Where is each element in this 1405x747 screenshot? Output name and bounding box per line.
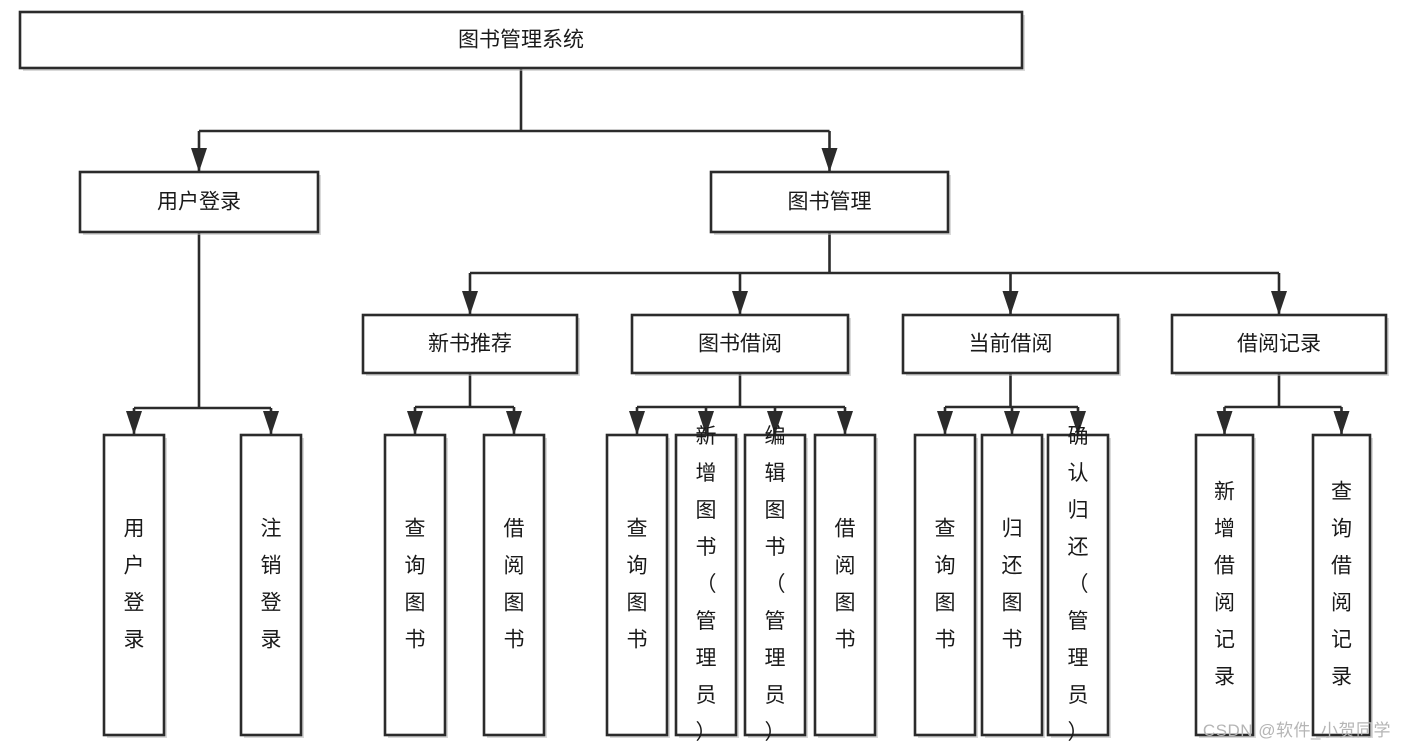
node-new-book-recommend[interactable]: 新书推荐 — [361, 313, 580, 376]
node-label: 借阅记录 — [1237, 333, 1321, 356]
arrow-head-icon — [837, 411, 853, 435]
node-label: 编辑图书（管理员） — [765, 425, 786, 744]
node-label: 新增借阅记录 — [1214, 481, 1235, 689]
node-leaf-query-book-1[interactable]: 查询图书 — [383, 433, 448, 738]
node-label: 借阅图书 — [504, 518, 525, 652]
node-label: 查询图书 — [627, 518, 648, 652]
node-label: 注销登录 — [261, 518, 282, 652]
arrow-head-icon — [407, 411, 423, 435]
node-leaf-add-book[interactable]: 新增图书（管理员） — [674, 425, 739, 744]
arrow-head-icon — [191, 148, 207, 172]
arrow-head-icon — [1070, 411, 1086, 435]
node-label: 确认归还（管理员） — [1068, 425, 1089, 744]
node-leaf-user-logout[interactable]: 注销登录 — [239, 433, 304, 738]
node-leaf-return-book[interactable]: 归还图书 — [980, 433, 1045, 738]
arrow-head-icon — [821, 148, 838, 172]
node-label: 借阅图书 — [835, 518, 856, 652]
node-label: 查询图书 — [935, 518, 956, 652]
connector-layer — [126, 68, 1350, 435]
arrow-head-icon — [1333, 411, 1350, 435]
node-label: 当前借阅 — [969, 333, 1053, 356]
node-label: 图书借阅 — [698, 333, 782, 356]
arrow-head-icon — [767, 411, 783, 435]
node-label: 图书管理系统 — [458, 29, 584, 52]
node-leaf-query-record[interactable]: 查询借阅记录 — [1311, 433, 1373, 738]
arrow-head-icon — [698, 411, 714, 435]
csdn-watermark: CSDN @软件_小贺同学 — [1202, 721, 1391, 740]
node-book-manage[interactable]: 图书管理 — [709, 170, 951, 235]
node-leaf-add-record[interactable]: 新增借阅记录 — [1194, 433, 1256, 738]
node-leaf-borrow-book-2[interactable]: 借阅图书 — [813, 433, 878, 738]
arrow-head-icon — [263, 411, 279, 435]
arrow-head-icon — [732, 291, 748, 315]
node-label: 图书管理 — [788, 191, 872, 214]
node-label: 新增图书（管理员） — [696, 425, 717, 744]
node-leaf-user-login[interactable]: 用户登录 — [102, 433, 167, 738]
node-current-borrow[interactable]: 当前借阅 — [901, 313, 1121, 376]
arrow-head-icon — [1004, 411, 1020, 435]
node-label: 新书推荐 — [428, 333, 512, 356]
node-label: 查询借阅记录 — [1331, 481, 1352, 689]
arrow-head-icon — [1002, 291, 1019, 315]
node-layer: 图书管理系统用户登录图书管理新书推荐图书借阅当前借阅借阅记录用户登录注销登录查询… — [18, 10, 1389, 744]
node-label: 用户登录 — [157, 191, 241, 214]
node-label: 归还图书 — [1002, 518, 1023, 652]
arrow-head-icon — [937, 411, 953, 435]
arrow-head-icon — [126, 411, 142, 435]
node-leaf-query-book-3[interactable]: 查询图书 — [913, 433, 978, 738]
node-leaf-edit-book[interactable]: 编辑图书（管理员） — [743, 425, 808, 744]
node-root-book-management-system[interactable]: 图书管理系统 — [18, 10, 1025, 71]
arrow-head-icon — [1271, 291, 1287, 315]
node-leaf-query-book-2[interactable]: 查询图书 — [605, 433, 670, 738]
node-label: 查询图书 — [405, 518, 426, 652]
node-leaf-confirm-return[interactable]: 确认归还（管理员） — [1046, 425, 1111, 744]
arrow-head-icon — [1216, 411, 1233, 435]
arrow-head-icon — [629, 411, 645, 435]
node-book-borrow[interactable]: 图书借阅 — [630, 313, 851, 376]
node-label: 用户登录 — [124, 518, 145, 652]
node-leaf-borrow-book-1[interactable]: 借阅图书 — [482, 433, 547, 738]
node-user-login[interactable]: 用户登录 — [78, 170, 321, 235]
arrow-head-icon — [506, 411, 522, 435]
arrow-head-icon — [462, 291, 478, 315]
node-borrow-record[interactable]: 借阅记录 — [1170, 313, 1389, 376]
